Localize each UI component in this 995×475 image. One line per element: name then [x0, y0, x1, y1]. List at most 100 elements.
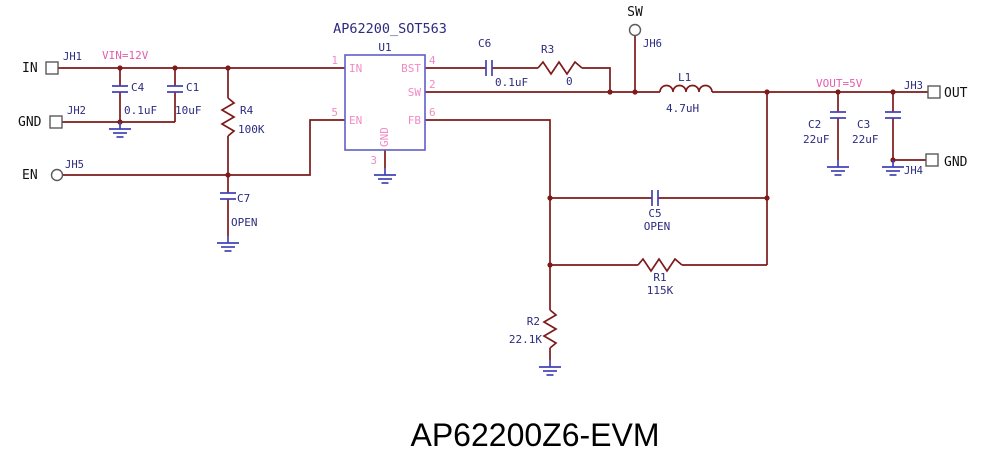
ic-pin2-number: 2 — [429, 78, 436, 91]
jh1-refdes: JH1 — [63, 51, 82, 63]
ic-pin6-number: 6 — [429, 106, 436, 119]
port-jh3-out: JH3 OUT — [904, 80, 968, 101]
net-label-vout: VOUT=5V — [816, 77, 863, 90]
junction-dot — [835, 89, 841, 95]
c4-plates — [112, 85, 128, 93]
c7-value: OPEN — [231, 216, 258, 229]
junction-dot — [632, 89, 638, 95]
l1-value: 4.7uH — [666, 102, 699, 115]
jh5-connector — [50, 168, 64, 182]
ground-symbol-r2 — [538, 359, 562, 376]
resistor-r2: R2 22.1K — [509, 309, 558, 349]
junction-dot — [547, 195, 553, 201]
port-in-label: IN — [22, 61, 38, 76]
jh6-refdes: JH6 — [643, 38, 662, 50]
c7-refdes: C7 — [237, 192, 250, 205]
jh3-connector — [927, 85, 941, 99]
jh4-connector — [925, 153, 939, 167]
capacitor-c7: C7 OPEN — [220, 192, 258, 229]
jh5-refdes: JH5 — [65, 159, 84, 171]
jh6-connector — [628, 23, 642, 37]
jh3-refdes: JH3 — [904, 80, 923, 92]
c3-value: 22uF — [852, 133, 879, 146]
ic-pin-fb-name: FB — [408, 114, 422, 127]
capacitor-c1: C1 10uF — [167, 81, 202, 117]
c5-refdes: C5 — [648, 207, 661, 220]
ic-pin-in-name: IN — [349, 62, 362, 75]
ic-pin-sw-name: SW — [408, 86, 422, 99]
c5-plates — [651, 190, 659, 206]
wire-r3-to-sw — [582, 67, 611, 92]
junction-dots — [117, 65, 896, 268]
ic-u1: AP62200_SOT563 U1 1 IN 4 BST 2 SW 5 EN 6… — [331, 21, 447, 167]
ic-body — [344, 54, 426, 151]
jh2-connector — [49, 115, 63, 129]
port-gnd-in-label: GND — [18, 115, 42, 130]
wire-en-bus — [62, 119, 345, 176]
junction-dot — [764, 195, 770, 201]
resistor-r4: R4 100K — [220, 97, 265, 137]
l1-refdes: L1 — [678, 71, 691, 84]
junction-dot — [764, 89, 770, 95]
c4-refdes: C4 — [131, 81, 145, 94]
r1-zigzag — [637, 257, 683, 273]
r4-value: 100K — [238, 123, 265, 136]
c2-value: 22uF — [803, 133, 830, 146]
l1-coil — [659, 84, 713, 93]
ic-pin5-number: 5 — [331, 106, 338, 119]
c6-refdes: C6 — [478, 37, 491, 50]
c7-plates — [220, 192, 236, 200]
c4-value: 0.1uF — [124, 104, 157, 117]
c1-value: 10uF — [175, 104, 202, 117]
junction-dot — [890, 89, 896, 95]
schematic-title: AP62200Z6-EVM — [410, 417, 659, 453]
ground-symbol-input — [108, 121, 132, 138]
junction-dot — [225, 172, 231, 178]
ground-symbol-c2 — [826, 159, 850, 176]
wires — [58, 36, 928, 360]
capacitor-c6: C6 0.1uF — [478, 37, 528, 89]
ic-pin-en-name: EN — [349, 114, 362, 127]
r2-value: 22.1K — [509, 333, 542, 346]
c3-plates — [885, 111, 901, 119]
port-jh4-gnd: JH4 GND — [904, 153, 968, 177]
junction-dot — [547, 262, 553, 268]
jh1-connector — [45, 61, 59, 75]
ic-refdes: U1 — [378, 41, 391, 54]
capacitor-c4: C4 0.1uF — [112, 81, 157, 117]
capacitor-c2: C2 22uF — [803, 111, 846, 146]
r1-refdes: R1 — [653, 271, 666, 284]
port-jh2-gnd: GND JH2 — [18, 105, 86, 130]
r4-zigzag — [220, 97, 236, 137]
inductor-l1: L1 4.7uH — [659, 71, 713, 115]
port-gnd-out-label: GND — [944, 155, 968, 170]
junction-dot — [607, 89, 613, 95]
ic-pin-gnd-name: GND — [378, 127, 391, 147]
junction-dot — [117, 65, 123, 71]
port-jh1-in: IN JH1 — [22, 51, 82, 76]
port-jh5-en: EN JH5 — [22, 159, 84, 183]
r1-value: 115K — [647, 284, 674, 297]
junction-dot — [172, 65, 178, 71]
resistor-r3: R3 0 — [537, 43, 583, 88]
c1-plates — [167, 85, 183, 93]
c5-value: OPEN — [644, 220, 671, 233]
ground-symbol-c7 — [216, 235, 240, 252]
ic-pin-bst-name: BST — [401, 62, 421, 75]
port-sw-label: SW — [627, 5, 643, 20]
c3-refdes: C3 — [857, 118, 870, 131]
r3-refdes: R3 — [541, 43, 554, 56]
port-out-label: OUT — [944, 86, 968, 101]
ic-pin3-number: 3 — [370, 154, 377, 167]
net-labels: VIN=12V VOUT=5V — [102, 49, 863, 90]
r4-refdes: R4 — [240, 104, 254, 117]
r2-zigzag — [542, 309, 558, 349]
junction-dot — [225, 65, 231, 71]
net-label-vin: VIN=12V — [102, 49, 149, 62]
c1-refdes: C1 — [186, 81, 199, 94]
c2-plates — [830, 111, 846, 119]
capacitor-c5: C5 OPEN — [644, 190, 671, 233]
ground-symbol-ic — [373, 167, 397, 184]
